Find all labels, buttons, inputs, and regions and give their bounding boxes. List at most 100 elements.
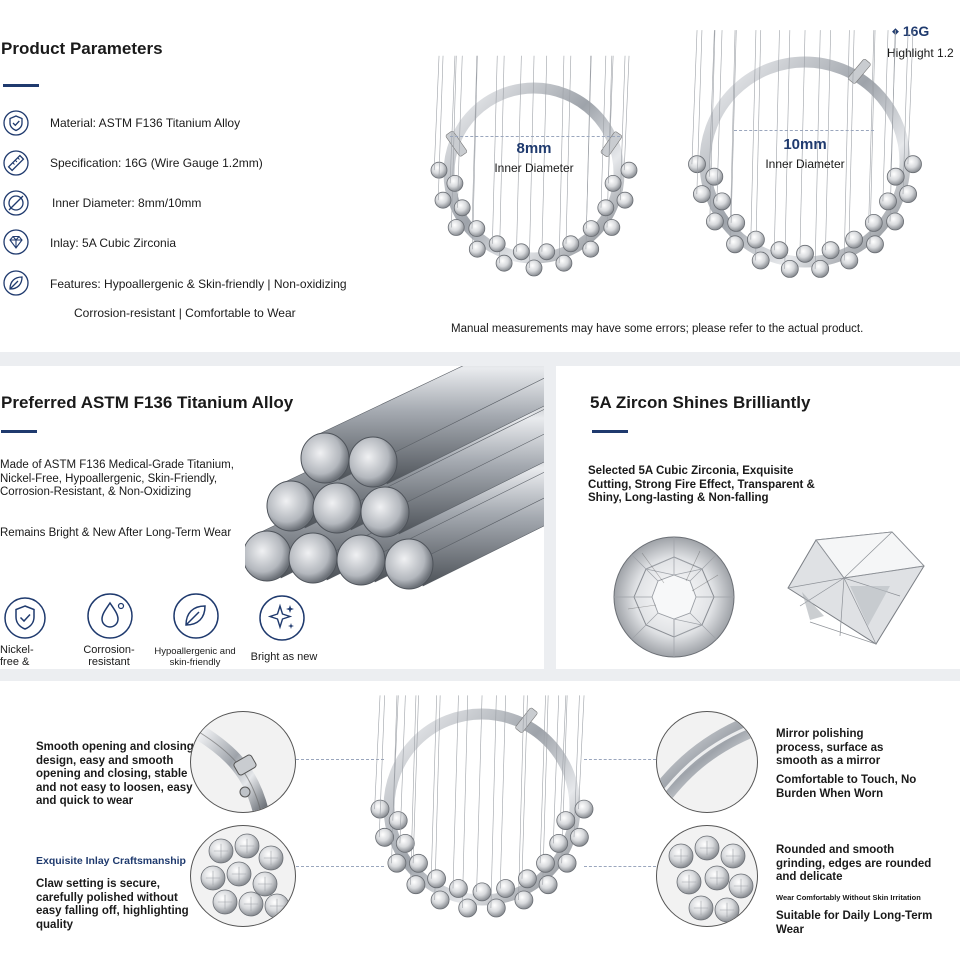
zirconia-stone	[514, 890, 534, 910]
titanium-panel: Preferred ASTM F136 Titanium Alloy Made …	[0, 366, 544, 669]
zirconia-stone	[713, 192, 731, 211]
product-parameters-panel: Product Parameters Material: ASTM F136 T…	[0, 0, 960, 352]
detail-rounded: Rounded and smooth grinding, edges are r…	[776, 844, 932, 883]
zirconia-stone	[536, 853, 555, 873]
zirconia-stone	[582, 240, 600, 258]
zirconia-stone	[387, 853, 407, 873]
zirconia-stone	[727, 213, 746, 232]
detail-comfortable: Comfortable to Touch, No Burden When Wor…	[776, 774, 917, 800]
ring-10mm-image	[688, 30, 922, 278]
zirconia-stone	[840, 251, 859, 270]
spec-features-line2: Corrosion-resistant | Comfortable to Wea…	[74, 306, 296, 320]
zirconia-stone	[449, 879, 468, 898]
badge-corrosion-resistant: Corrosion-resistant	[83, 644, 135, 668]
titanium-description: Made of ASTM F136 Medical-Grade Titanium…	[0, 459, 234, 498]
zirconia-stone	[495, 254, 513, 272]
badge-hypoallergenic: Hypoallergenic and skin-friendly	[154, 646, 236, 668]
zirconia-stone	[468, 240, 486, 258]
hinge-closeup-image	[190, 711, 296, 813]
titanium-underline	[1, 430, 37, 433]
zirconia-stone	[886, 167, 905, 186]
zircon-top-view-image	[613, 536, 735, 658]
zirconia-stone	[726, 235, 744, 254]
zirconia-stone	[796, 244, 814, 263]
zircon-title: 5A Zircon Shines Brilliantly	[590, 393, 811, 412]
measurement-note: Manual measurements may have some errors…	[451, 323, 864, 335]
titanium-rod-end	[312, 482, 362, 534]
zirconia-stone	[597, 199, 615, 217]
titanium-rod-end	[300, 432, 350, 484]
zirconia-stone	[569, 827, 589, 847]
titanium-rod-end	[348, 436, 398, 488]
zirconia-stone	[409, 853, 428, 873]
zirconia-stone	[603, 219, 621, 236]
zirconia-stone	[706, 212, 724, 231]
ring-8mm-label: Inner Diameter	[494, 161, 574, 175]
titanium-rod-end	[360, 486, 410, 538]
zirconia-stone	[525, 259, 543, 277]
polish-closeup-image	[656, 711, 758, 813]
sparkle-icon	[259, 595, 305, 641]
zirconia-stone	[512, 243, 530, 261]
titanium-description-2: Remains Bright & New After Long-Term Wea…	[0, 527, 232, 539]
zirconia-stone	[538, 243, 556, 261]
zirconia-stone	[434, 191, 452, 209]
drop-icon	[87, 593, 133, 639]
spec-gauge: Specification: 16G (Wire Gauge 1.2mm)	[50, 156, 263, 170]
detail-inlay-heading: Exquisite Inlay Craftsmanship	[36, 855, 186, 867]
connector-line	[296, 759, 384, 760]
titanium-rod-end	[266, 480, 316, 532]
gauge-highlight: Highlight 1.2	[887, 46, 954, 60]
zirconia-stone	[582, 220, 600, 238]
ring-detail-image	[370, 695, 594, 918]
zirconia-stone	[864, 213, 883, 232]
details-panel: Smooth opening and closing design, easy …	[0, 681, 960, 960]
spec-inner-diameter: Inner Diameter: 8mm/10mm	[52, 196, 202, 210]
zirconia-stone	[447, 219, 465, 236]
zirconia-stone	[821, 241, 840, 260]
zirconia-stone	[453, 199, 471, 217]
zirconia-stone	[395, 833, 415, 853]
zircon-underline	[592, 430, 628, 433]
titanium-rod-end	[288, 532, 338, 584]
zirconia-stone	[427, 869, 446, 889]
gem-icon	[3, 229, 29, 255]
connector-line	[584, 759, 656, 760]
detail-mirror: Mirror polishing process, surface as smo…	[776, 728, 884, 767]
zirconia-stone	[557, 853, 577, 873]
zircon-panel: 5A Zircon Shines Brilliantly Selected 5A…	[556, 366, 960, 669]
edge-closeup-image	[656, 825, 758, 927]
shield-check-icon	[4, 597, 46, 639]
titanium-rods-image	[245, 366, 544, 590]
zirconia-stone	[879, 192, 897, 211]
zirconia-stone	[468, 220, 486, 238]
ruler-icon	[3, 150, 29, 176]
diameter-icon	[3, 190, 29, 216]
zirconia-stone	[555, 254, 573, 272]
detail-opening: Smooth opening and closing design, easy …	[36, 741, 194, 807]
detail-daily-wear: Suitable for Daily Long-Term Wear	[776, 910, 933, 936]
leaf-icon	[3, 270, 29, 296]
ring-8mm-size: 8mm	[516, 140, 552, 157]
zirconia-stone	[496, 879, 516, 898]
spec-features: Features: Hypoallergenic & Skin-friendly…	[50, 277, 347, 291]
zirconia-stone	[899, 185, 918, 204]
zirconia-stone	[705, 167, 724, 186]
zirconia-stone	[486, 898, 506, 918]
ring-8mm-image	[430, 55, 638, 277]
zirconia-stone	[472, 882, 492, 902]
zirconia-stone	[604, 174, 622, 192]
zirconia-stone	[375, 827, 394, 847]
zirconia-stone	[562, 235, 580, 253]
zirconia-stone	[780, 259, 799, 278]
titanium-rod-end	[384, 538, 434, 590]
connector-line	[296, 866, 384, 867]
zirconia-stone	[488, 235, 506, 253]
detail-inlay: Claw setting is secure, carefully polish…	[36, 878, 189, 931]
gauge-value: 16G	[902, 23, 930, 39]
badge-nickel-free: Nickel-free & Safe	[0, 644, 34, 669]
spec-material: Material: ASTM F136 Titanium Alloy	[50, 116, 241, 130]
detail-no-irritation: Wear Comfortably Without Skin Irritation	[776, 893, 921, 902]
shield-icon	[3, 110, 29, 136]
zirconia-stone	[770, 241, 789, 260]
